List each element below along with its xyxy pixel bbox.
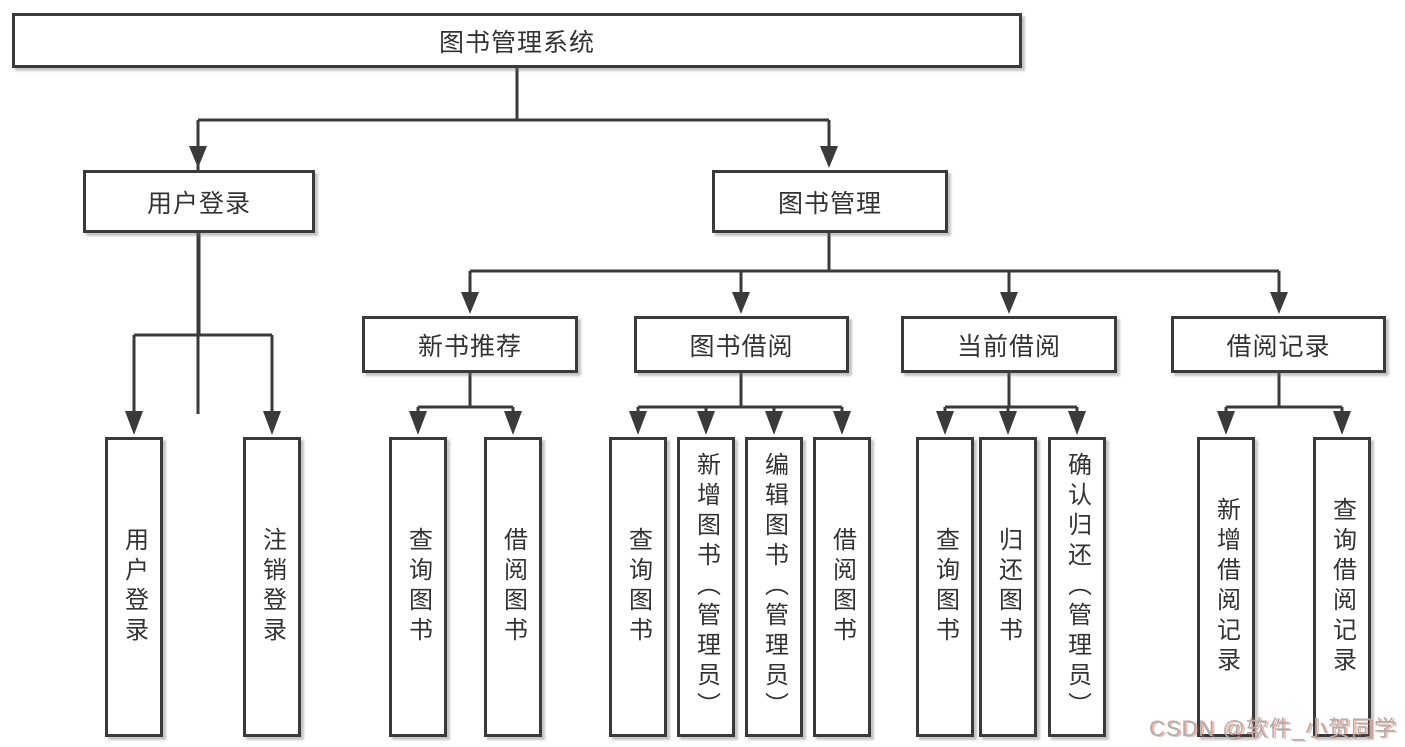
leaf-logout: 注销登录 <box>243 437 301 737</box>
leaf-borrow-books-recommend: 借阅图书 <box>484 437 542 737</box>
node-book-management: 图书管理 <box>712 170 948 233</box>
node-book-borrowing: 图书借阅 <box>634 316 849 373</box>
leaf-query-borrow-record: 查询借阅记录 <box>1313 437 1371 737</box>
leaf-edit-book-admin: 编辑图书（管理员） <box>745 437 803 737</box>
node-new-book-recommendation: 新书推荐 <box>362 316 578 373</box>
leaf-user-login: 用户登录 <box>105 437 163 737</box>
node-library-management-system: 图书管理系统 <box>12 13 1022 68</box>
leaf-query-books-recommend: 查询图书 <box>389 437 447 737</box>
leaf-borrow-books: 借阅图书 <box>813 437 871 737</box>
leaf-return-book: 归还图书 <box>979 437 1037 737</box>
leaf-query-books-current: 查询图书 <box>916 437 974 737</box>
node-borrowing-records: 借阅记录 <box>1171 316 1386 373</box>
csdn-watermark: CSDN @软件_小贺同学 <box>1148 716 1397 741</box>
leaf-query-books-borrow: 查询图书 <box>609 437 667 737</box>
node-user-login: 用户登录 <box>83 170 315 233</box>
leaf-confirm-return-admin: 确认归还（管理员） <box>1048 437 1106 737</box>
node-current-borrowing: 当前借阅 <box>901 316 1117 373</box>
leaf-add-borrow-record: 新增借阅记录 <box>1197 437 1255 737</box>
leaf-add-book-admin: 新增图书（管理员） <box>677 437 735 737</box>
